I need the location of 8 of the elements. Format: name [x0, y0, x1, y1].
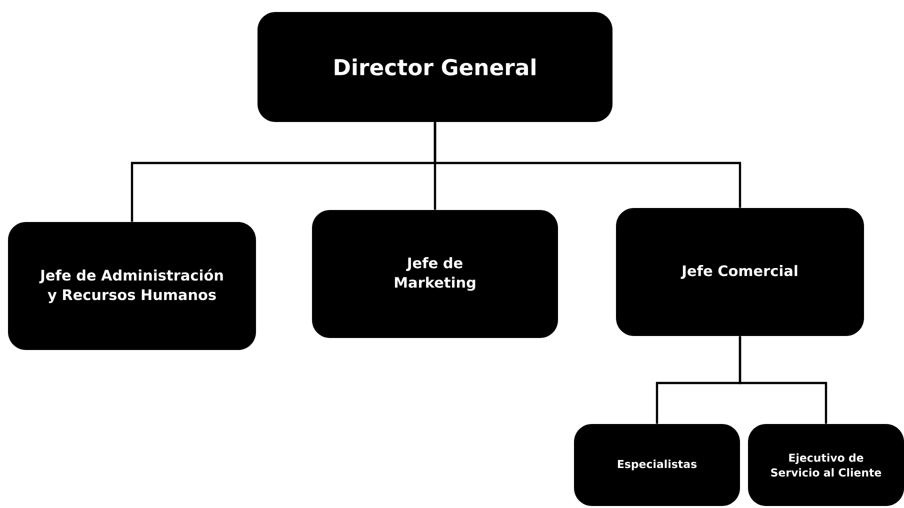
position-box: Ejecutivo de Servicio al Cliente [748, 424, 904, 506]
position-box: Director General [258, 12, 612, 122]
position-box: Jefe de Marketing [312, 210, 558, 338]
connector-line [434, 122, 742, 208]
position-box: Jefe de Administración y Recursos Humanos [8, 222, 256, 350]
position-box: Jefe Comercial [616, 208, 864, 336]
position-box: Especialistas [574, 424, 740, 506]
connector-line [738, 336, 828, 424]
